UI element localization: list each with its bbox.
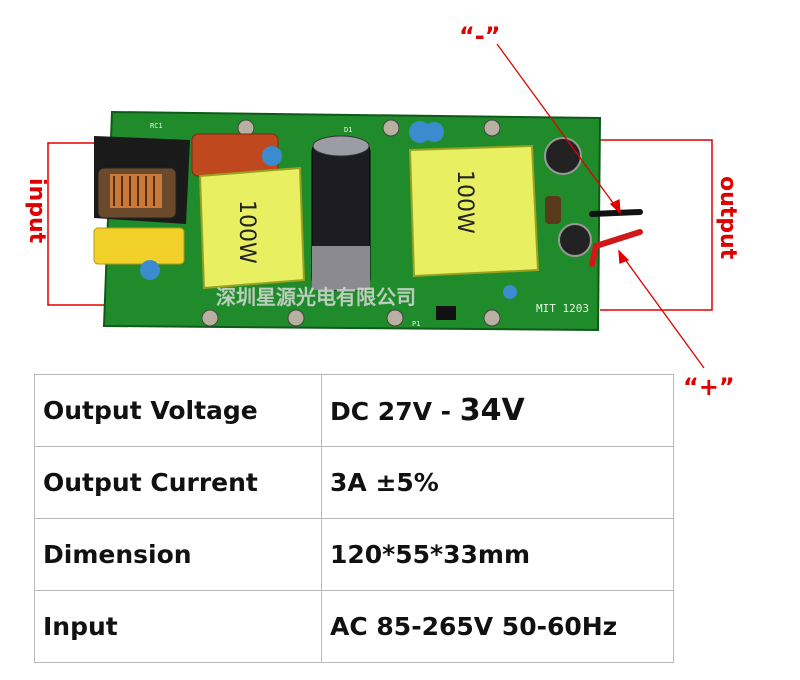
pcb: 100W 100W RC1 D1 P1 MIT 1203 深圳星源光电有限公司 bbox=[93, 110, 602, 332]
screw bbox=[287, 309, 305, 327]
spec-label: Output Current bbox=[34, 446, 322, 519]
positive-terminal-label: “+” bbox=[683, 373, 735, 401]
transformer-right-label: 100W bbox=[452, 170, 477, 234]
silk-d1: D1 bbox=[344, 126, 352, 134]
output-capacitor bbox=[544, 137, 582, 175]
negative-terminal-label: “-” bbox=[459, 22, 501, 50]
table-row: Input AC 85-265V 50-60Hz bbox=[34, 590, 674, 663]
silk-model: MIT 1203 bbox=[536, 302, 589, 315]
minus-arrow bbox=[496, 43, 621, 215]
screw bbox=[382, 119, 400, 137]
output-label: output bbox=[715, 176, 740, 260]
spec-value: DC 27V - 34V bbox=[321, 374, 674, 447]
output-wires bbox=[589, 209, 643, 267]
silk-p1: P1 bbox=[412, 320, 420, 328]
screw bbox=[201, 309, 219, 327]
spec-label: Input bbox=[34, 590, 322, 663]
spec-label: Output Voltage bbox=[34, 374, 322, 447]
transformer-left bbox=[198, 166, 306, 290]
screw bbox=[483, 309, 501, 327]
spec-value: 120*55*33mm bbox=[321, 518, 674, 591]
screw bbox=[483, 119, 501, 137]
screw bbox=[386, 309, 404, 327]
spec-label: Dimension bbox=[34, 518, 322, 591]
transformer-right bbox=[408, 144, 540, 278]
silk-rc1: RC1 bbox=[150, 122, 163, 130]
led-driver-board-photo: 100W 100W RC1 D1 P1 MIT 1203 深圳星源光电有限公司 bbox=[47, 43, 713, 369]
table-row: Dimension 120*55*33mm bbox=[34, 518, 674, 591]
plus-arrow bbox=[618, 249, 705, 369]
spec-value-max: 34V bbox=[459, 393, 525, 428]
spec-value: 3A ±5% bbox=[321, 446, 674, 519]
table-row: Output Current 3A ±5% bbox=[34, 446, 674, 519]
input-label: input bbox=[24, 178, 49, 244]
spec-value: AC 85-265V 50-60Hz bbox=[321, 590, 674, 663]
output-bracket bbox=[598, 139, 713, 311]
output-capacitor bbox=[558, 223, 592, 257]
spec-table: Output Voltage DC 27V - 34V Output Curre… bbox=[34, 374, 674, 663]
table-row: Output Voltage DC 27V - 34V bbox=[34, 374, 674, 447]
transformer-left-label: 100W bbox=[234, 200, 259, 264]
spec-value-text: DC 27V - bbox=[330, 397, 460, 426]
x-capacitor bbox=[93, 227, 185, 265]
input-bracket bbox=[47, 142, 108, 306]
watermark: 深圳星源光电有限公司 bbox=[216, 285, 416, 309]
